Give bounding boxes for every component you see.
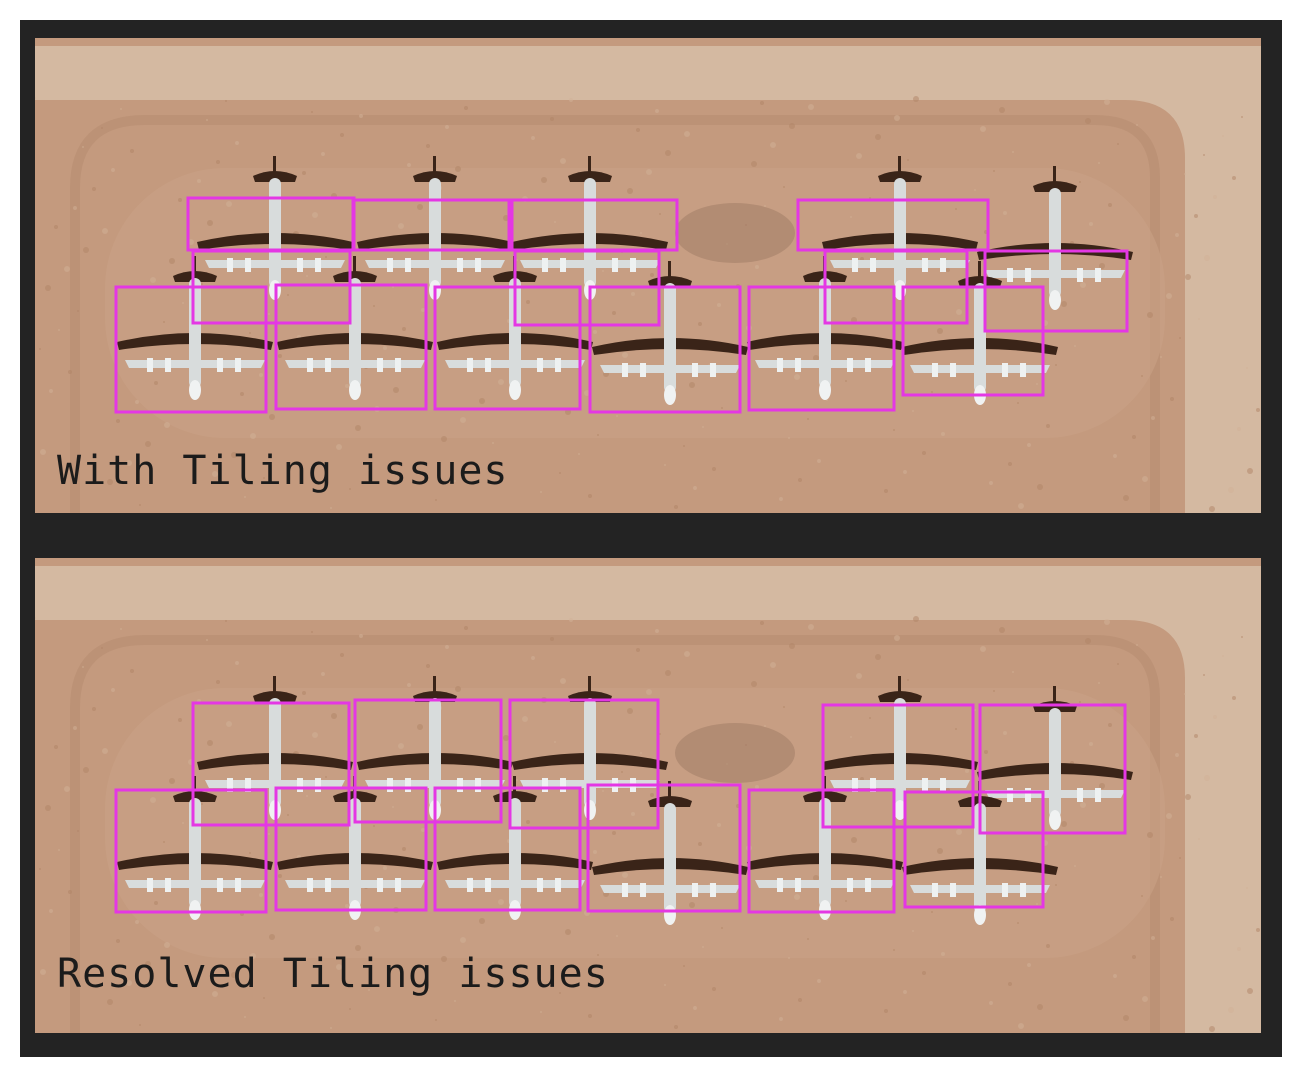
detection-box (983, 249, 1129, 333)
panel-with-tiling-issues: With Tiling issues (35, 38, 1261, 513)
detection-box (747, 788, 896, 914)
detection-box (978, 703, 1127, 835)
caption-with-tiling-issues: With Tiling issues (57, 448, 509, 494)
aircraft-0 (197, 156, 353, 300)
detection-box (114, 788, 268, 914)
detection-box (588, 285, 742, 414)
satellite-scene-top (35, 38, 1261, 513)
satellite-scene-bottom (35, 558, 1261, 1033)
detection-boxes-bottom (114, 698, 1127, 914)
aircraft-1 (357, 676, 513, 820)
aircraft-6 (277, 256, 433, 400)
detection-box (433, 285, 582, 411)
aircraft-10 (902, 781, 1058, 925)
detection-box (351, 198, 511, 252)
detection-box (433, 786, 582, 912)
aircraft-0 (197, 676, 353, 820)
caption-resolved-tiling-issues: Resolved Tiling issues (57, 951, 609, 997)
aircraft-9 (747, 776, 903, 920)
aircraft-6 (277, 776, 433, 920)
detection-box (747, 285, 896, 412)
detection-box (903, 790, 1045, 909)
detection-box (274, 786, 428, 912)
aircraft-7 (437, 776, 593, 920)
aircraft-10 (902, 261, 1058, 405)
detection-box (274, 283, 428, 411)
detection-box (191, 701, 351, 827)
panel-resolved-tiling-issues: Resolved Tiling issues (35, 558, 1261, 1033)
detection-boxes-top (114, 196, 1129, 414)
image-frame: With Tiling issues Resolved Tiling issue… (20, 20, 1282, 1057)
detection-box (901, 285, 1045, 397)
aircraft-3 (822, 676, 978, 820)
detection-box (353, 698, 503, 824)
detection-box (586, 783, 742, 913)
detection-box (508, 698, 660, 830)
aircraft-2 (512, 156, 668, 300)
detection-box (821, 703, 975, 829)
aircraft-9 (747, 256, 903, 400)
aircraft-8 (592, 261, 748, 405)
detection-box (114, 285, 268, 414)
